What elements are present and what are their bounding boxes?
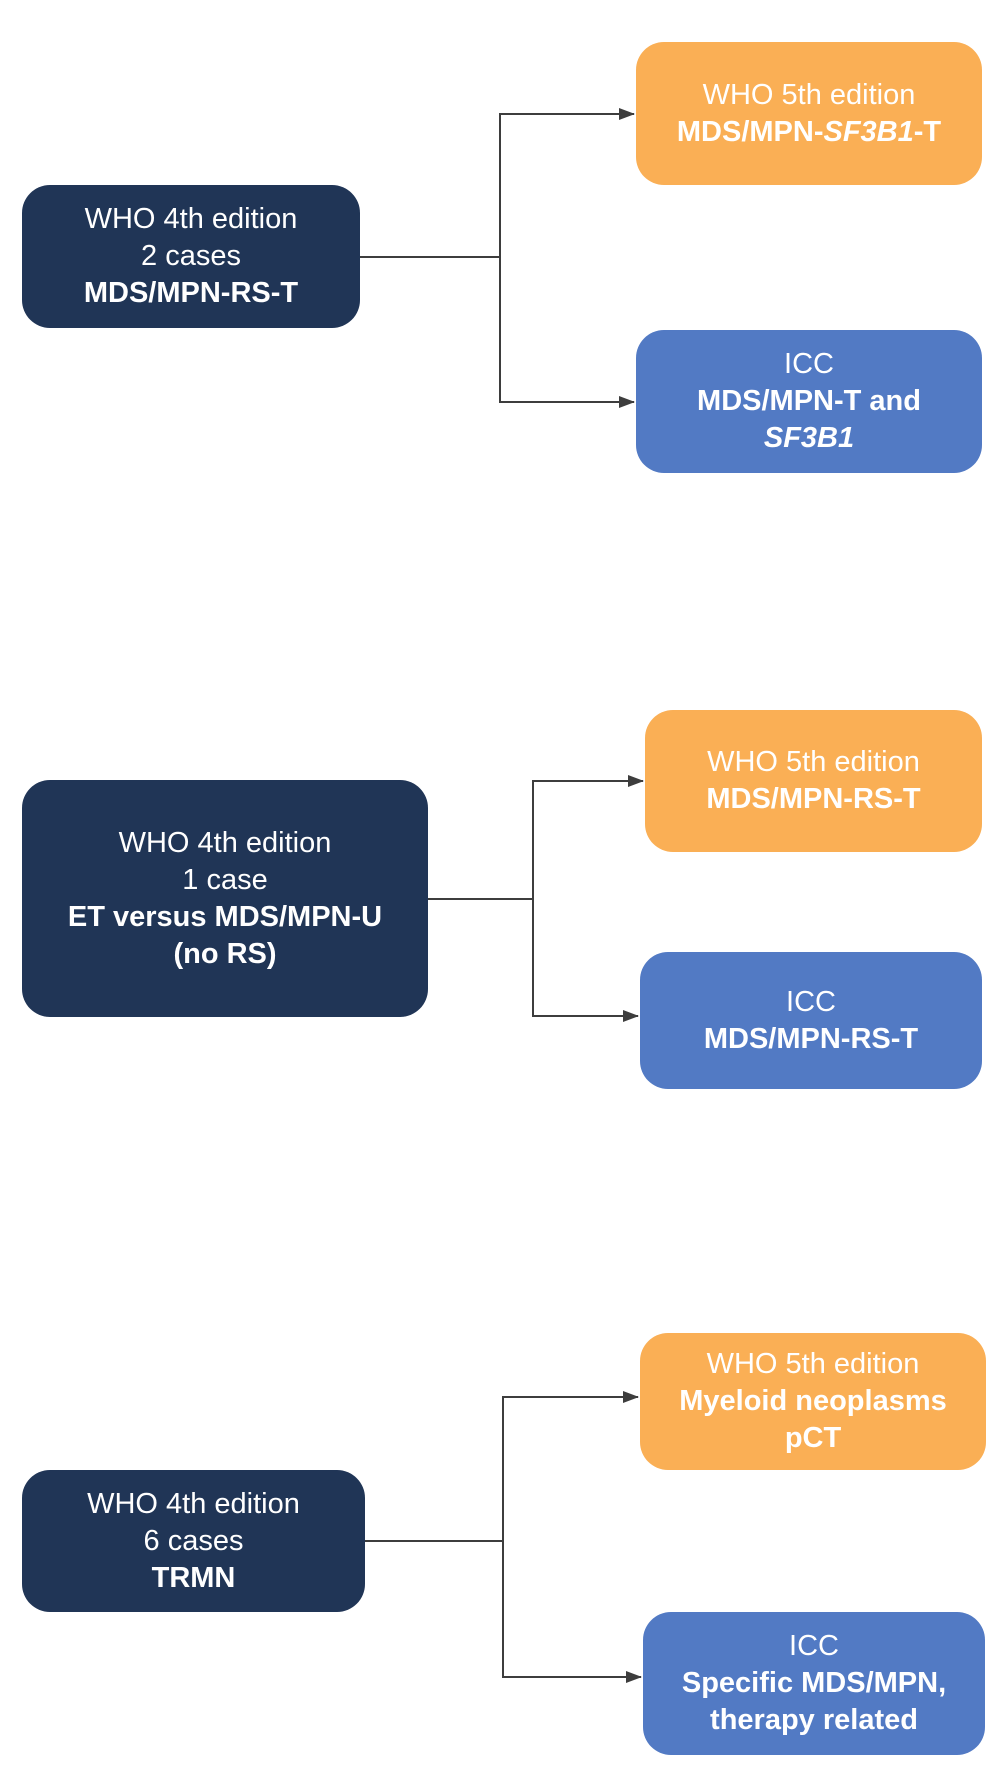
who5-edition-node-g1: WHO 5th edition MDS/MPN-SF3B1-T [636, 42, 982, 185]
node-line: TRMN [151, 1561, 236, 1594]
connector-g2-to-icc [532, 899, 639, 1022]
who4-edition-node-g2: WHO 4th edition 1 case ET versus MDS/MPN… [22, 780, 428, 1017]
node-line: ICC [789, 1630, 839, 1662]
node-line: therapy related [710, 1704, 918, 1736]
node-line: ICC [786, 985, 836, 1018]
node-line: WHO 5th edition [702, 78, 916, 111]
connector-g1-to-icc [499, 257, 635, 408]
node-line: Myeloid neoplasms [679, 1385, 947, 1417]
node-line: 1 case [182, 863, 268, 896]
node-line: 2 cases [141, 240, 241, 272]
node-line: MDS/MPN-SF3B1-T [677, 114, 941, 151]
node-line: WHO 5th edition [706, 1348, 920, 1380]
node-line: pCT [784, 1422, 842, 1454]
icc-node-g3: ICC Specific MDS/MPN, therapy related [643, 1612, 985, 1755]
connector-g1-to-who5 [499, 108, 635, 257]
node-line: MDS/MPN-RS-T [703, 1022, 919, 1055]
node-line: WHO 4th edition [118, 826, 332, 859]
node-line: MDS/MPN-RS-T [83, 277, 299, 309]
who5-edition-node-g3: WHO 5th edition Myeloid neoplasms pCT [640, 1333, 986, 1470]
node-line: ET versus MDS/MPN-U [67, 900, 383, 933]
node-line: ICC [784, 348, 834, 380]
node-line: WHO 4th edition [84, 203, 298, 235]
node-line: WHO 5th edition [707, 746, 920, 778]
connector-g2-to-who5 [532, 775, 644, 899]
connector-g3-to-who5 [502, 1391, 639, 1541]
icc-node-g1: ICC MDS/MPN-T and SF3B1 [636, 330, 982, 473]
connector-g3-to-icc [502, 1541, 642, 1683]
label-prefix: MDS/MPN- [676, 115, 824, 148]
node-line: (no RS) [173, 937, 277, 970]
icc-node-g2: ICC MDS/MPN-RS-T [640, 952, 982, 1089]
who5-edition-node-g2: WHO 5th edition MDS/MPN-RS-T [645, 710, 982, 852]
who4-edition-node-g3: WHO 4th edition 6 cases TRMN [22, 1470, 365, 1612]
node-line: MDS/MPN-RS-T [706, 783, 921, 815]
node-line: MDS/MPN-T and [697, 385, 921, 417]
node-line: Specific MDS/MPN, [681, 1667, 947, 1699]
who4-edition-node-g1: WHO 4th edition 2 cases MDS/MPN-RS-T [22, 185, 360, 328]
label-suffix: -T [913, 115, 942, 148]
node-line: 6 cases [143, 1524, 244, 1557]
gene-symbol: SF3B1 [823, 115, 914, 148]
gene-symbol: SF3B1 [763, 422, 855, 454]
node-line: WHO 4th edition [87, 1487, 300, 1520]
